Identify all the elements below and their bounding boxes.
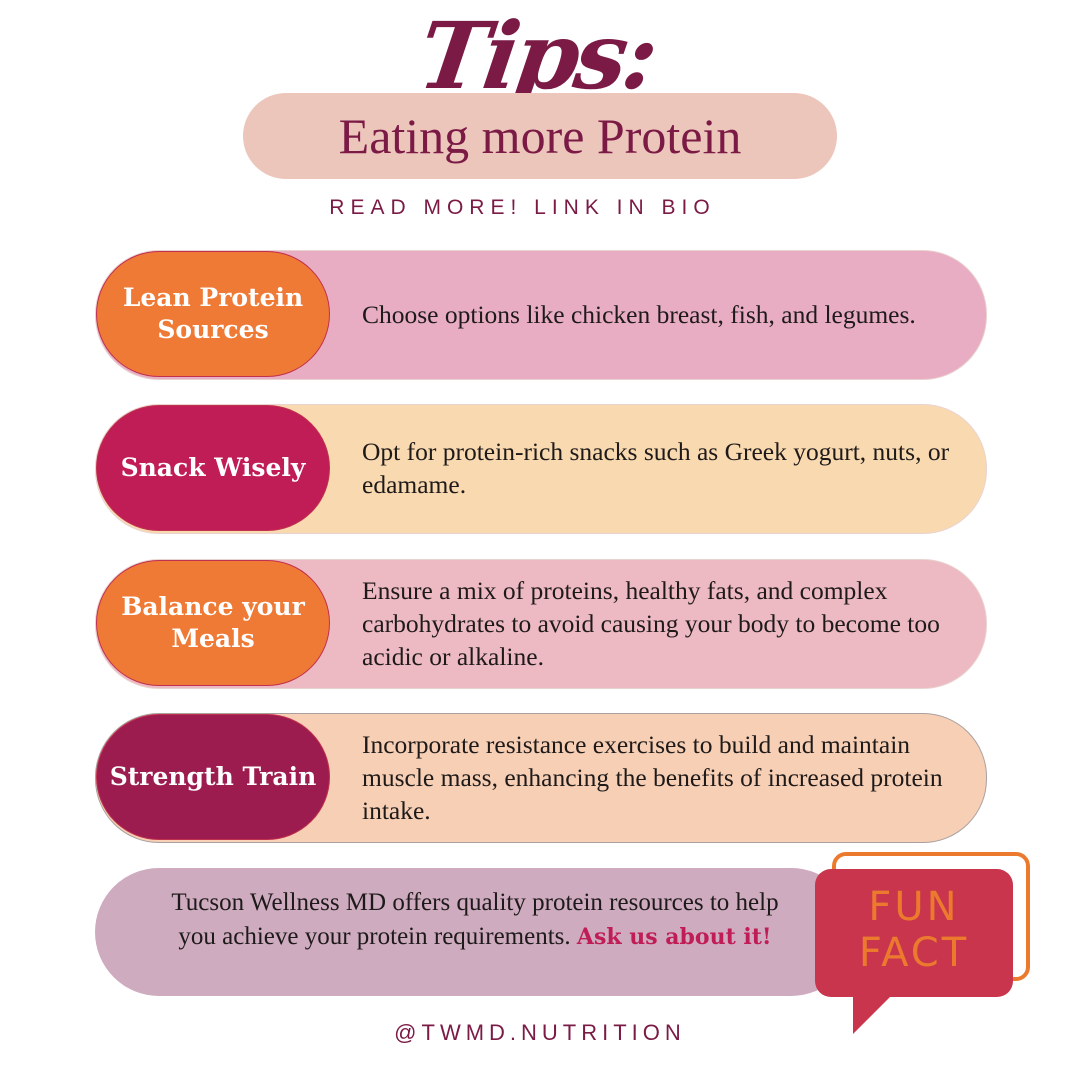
tip-row: Snack Wisely Opt for protein-rich snacks… [95,404,987,534]
badge-line-2: FACT [858,930,970,976]
fun-fact-badge: FUN FACT [815,884,1013,976]
tip-label: Balance your Meals [96,560,330,686]
badge-line-1: FUN [868,884,960,930]
social-handle: @TWMD.NUTRITION [394,1020,686,1045]
tip-row: Balance your Meals Ensure a mix of prote… [95,559,987,689]
fun-fact-cta: Ask us about it! [576,924,772,950]
read-more-link-text: READ MORE! LINK IN BIO [329,196,716,219]
tip-row: Lean Protein Sources Choose options like… [95,250,987,380]
tip-label: Snack Wisely [96,405,330,531]
speech-bubble-icon [815,869,1013,997]
tip-row: Strength Train Incorporate resistance ex… [95,713,987,843]
speech-bubble-tail [853,990,897,1034]
fun-fact-text: Tucson Wellness MD offers quality protei… [150,886,800,954]
tip-label: Lean Protein Sources [96,251,330,377]
fun-fact-pill [95,868,855,996]
tip-description: Ensure a mix of proteins, healthy fats, … [362,575,940,671]
tip-description: Choose options like chicken breast, fish… [362,299,916,329]
subtitle-banner: Eating more Protein [243,93,837,179]
tip-description: Opt for protein-rich snacks such as Gree… [362,437,950,499]
tip-label: Strength Train [96,714,330,840]
fun-fact-body: Tucson Wellness MD offers quality protei… [171,889,779,950]
tip-description: Incorporate resistance exercises to buil… [362,729,943,825]
